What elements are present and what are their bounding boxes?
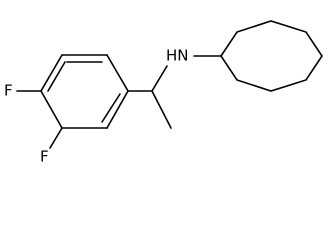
c-f-bond-meta (49, 127, 63, 149)
ring-bond-3 (106, 90, 129, 129)
structure-diagram: F F HN (4, 20, 323, 166)
ring-bond-6 (40, 54, 63, 92)
ch-to-methyl-bond (151, 90, 172, 129)
ring-double-bond-right (101, 93, 121, 123)
ring-bond-5 (40, 90, 63, 129)
benzene-ring (40, 54, 129, 129)
fluorine-para-label: F (4, 82, 13, 100)
cyclooctane-ring (220, 20, 323, 92)
ring-bond-2 (106, 54, 129, 92)
ring-double-bond-left (47, 61, 66, 92)
amine-label: HN (166, 47, 189, 65)
ch-to-nitrogen-bond (151, 65, 168, 92)
fluorine-meta-label: F (40, 148, 49, 166)
